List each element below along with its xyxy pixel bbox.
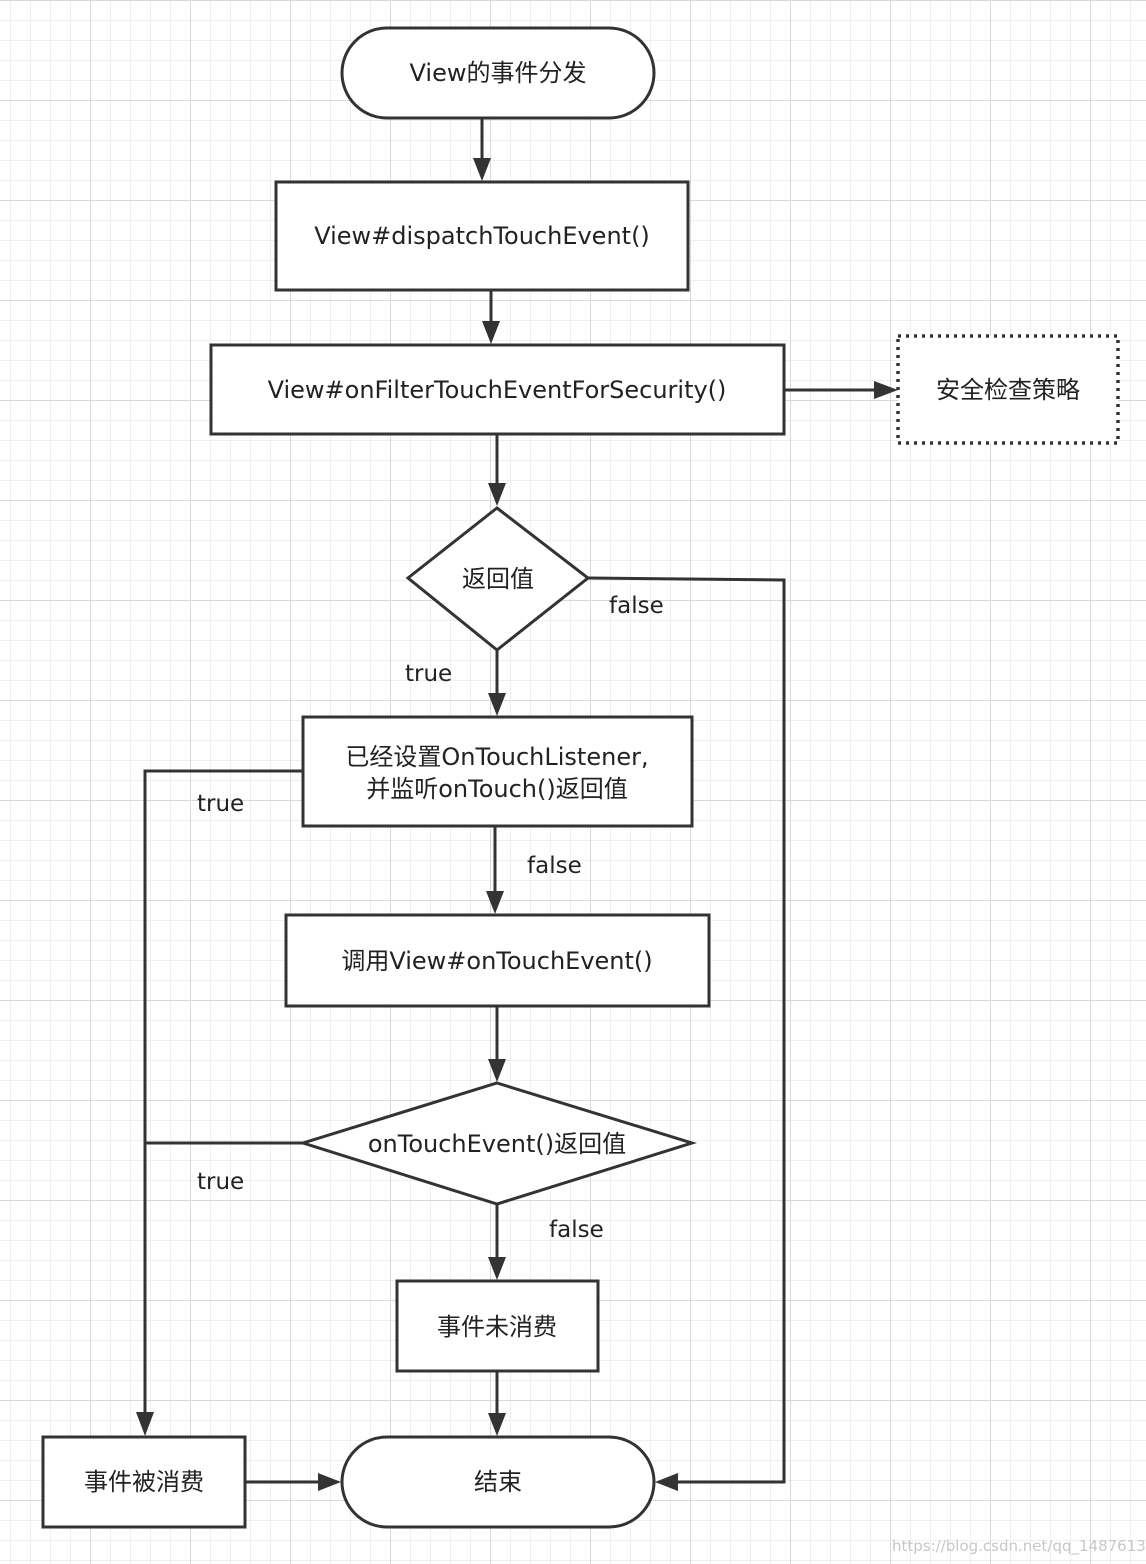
not-consumed-process bbox=[395, 1279, 600, 1373]
arrowhead bbox=[136, 1412, 154, 1436]
arrowhead bbox=[482, 321, 500, 344]
arrowhead bbox=[473, 158, 491, 181]
listener-label-line2: 并监听onTouch()返回值 bbox=[366, 775, 628, 803]
end-terminal bbox=[340, 1435, 656, 1529]
consumed-process bbox=[41, 1435, 247, 1529]
ontouchevent-decision bbox=[297, 1081, 698, 1206]
listener-false-label: false bbox=[527, 853, 582, 879]
listener-true-label: true bbox=[197, 791, 244, 817]
ontouch-true-label: true bbox=[197, 1169, 244, 1195]
ontouch-false-label: false bbox=[549, 1217, 604, 1243]
ontouchevent-process bbox=[284, 913, 711, 1008]
end-label: 结束 bbox=[474, 1468, 522, 1496]
start-label: View的事件分发 bbox=[410, 59, 587, 87]
not-consumed-label: 事件未消费 bbox=[437, 1313, 557, 1341]
ontouchevent-label: 调用View#onTouchEvent() bbox=[341, 947, 652, 975]
return-false-label: false bbox=[609, 593, 664, 619]
edge-listener-true bbox=[143, 769, 303, 1414]
edge-labels: false true true false true false bbox=[197, 593, 664, 1243]
arrowhead bbox=[486, 891, 504, 914]
security-label: 安全检查策略 bbox=[936, 376, 1080, 404]
node-labels: View的事件分发 View#dispatchTouchEvent() View… bbox=[84, 59, 1080, 1496]
arrowhead bbox=[488, 693, 506, 716]
edge-return-false bbox=[587, 576, 786, 1484]
edges bbox=[136, 118, 898, 1491]
security-note bbox=[896, 334, 1120, 445]
watermark: https://blog.csdn.net/qq_14876133 bbox=[892, 1537, 1146, 1556]
arrowhead bbox=[488, 1413, 506, 1436]
listener-process bbox=[301, 715, 694, 828]
listener-label-line1: 已经设置OnTouchListener, bbox=[345, 743, 648, 771]
return-decision bbox=[405, 506, 591, 652]
ontouchevent-return-label: onTouchEvent()返回值 bbox=[368, 1130, 626, 1158]
return-label: 返回值 bbox=[462, 565, 534, 593]
arrowhead bbox=[874, 381, 898, 399]
arrowhead bbox=[318, 1473, 341, 1491]
nodes bbox=[41, 26, 1120, 1529]
start-terminal bbox=[340, 26, 656, 120]
dispatch-label: View#dispatchTouchEvent() bbox=[314, 222, 650, 250]
filter-label: View#onFilterTouchEventForSecurity() bbox=[268, 376, 727, 404]
arrowhead bbox=[655, 1473, 678, 1491]
arrowhead bbox=[488, 1059, 506, 1082]
arrowhead bbox=[488, 1257, 506, 1280]
arrowhead bbox=[488, 483, 506, 506]
filter-process bbox=[209, 343, 786, 436]
consumed-label: 事件被消费 bbox=[84, 1468, 204, 1496]
dispatch-process bbox=[274, 180, 690, 292]
return-true-label: true bbox=[405, 661, 452, 687]
